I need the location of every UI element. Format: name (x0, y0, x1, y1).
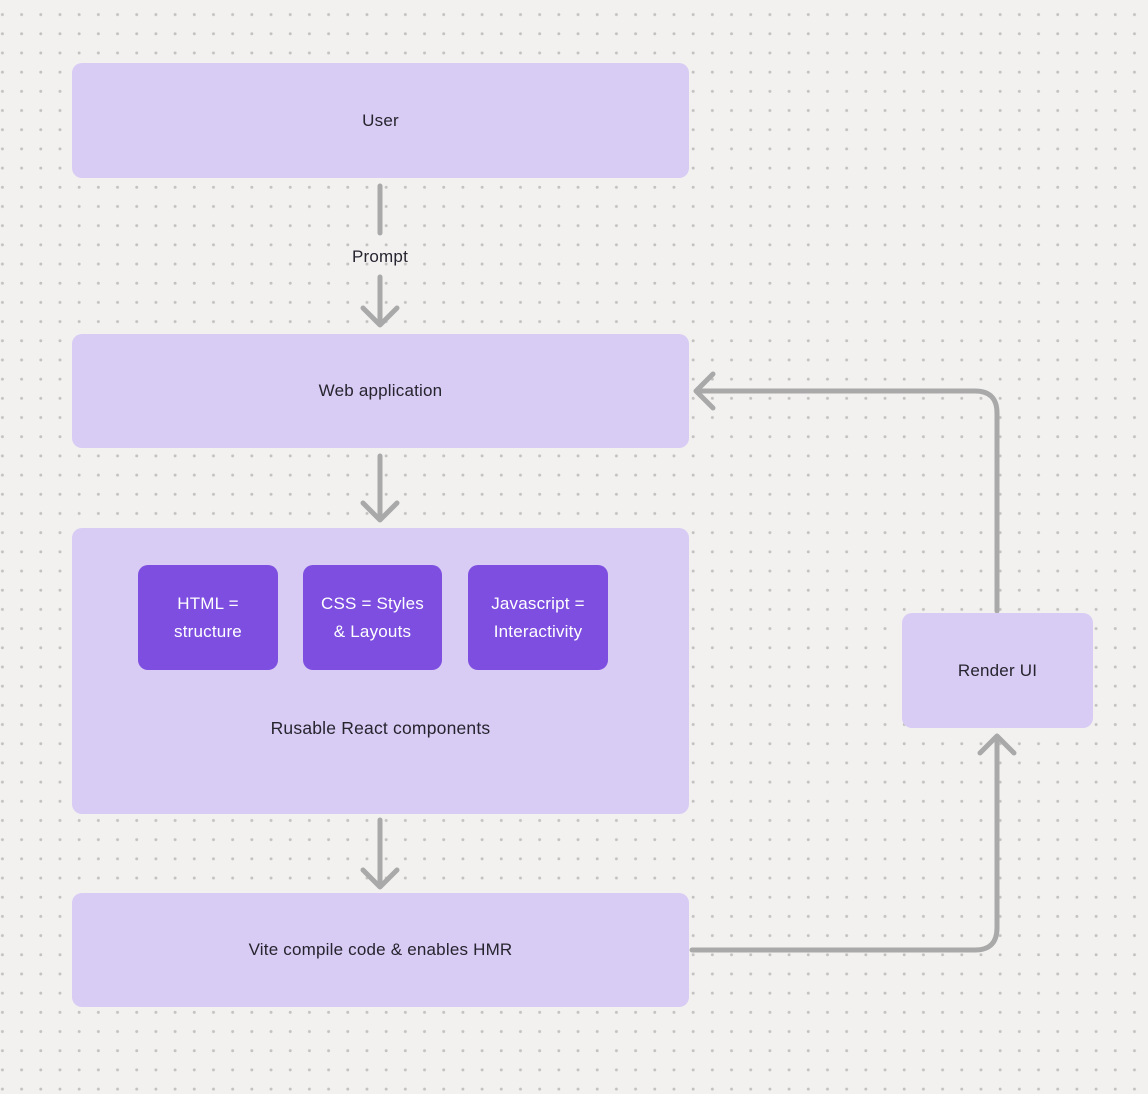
node-javascript-label: Javascript = Interactivity (491, 593, 585, 641)
node-web-application-label: Web application (318, 381, 443, 400)
node-render-ui[interactable]: Render UI (902, 613, 1093, 728)
node-css-label: CSS = Styles & Layouts (320, 593, 425, 641)
arrowhead-down-icon (360, 867, 400, 890)
edge-label-prompt: Prompt (352, 247, 408, 266)
node-user[interactable]: User (72, 63, 689, 178)
arrowhead-left-icon (693, 371, 716, 411)
node-html[interactable]: HTML = structure (138, 565, 278, 670)
edge-line (689, 737, 1000, 953)
node-components-group-label: Rusable React components (270, 718, 491, 738)
edge-vite-to-renderui (689, 733, 1017, 953)
arrowhead-up-icon (977, 733, 1017, 756)
node-css[interactable]: CSS = Styles & Layouts (303, 565, 442, 670)
edge-components-to-vite (360, 817, 400, 890)
node-render-ui-label: Render UI (957, 660, 1038, 680)
arrowhead-down-icon (360, 305, 400, 328)
node-components-group[interactable]: HTML = structure CSS = Styles & Layouts … (72, 528, 689, 814)
node-user-label: User (362, 110, 399, 130)
node-html-label: HTML = structure (174, 593, 242, 641)
edge-line (696, 388, 1000, 614)
node-vite-label: Vite compile code & enables HMR (248, 940, 513, 959)
node-web-application[interactable]: Web application (72, 334, 689, 448)
edge-webapp-to-components (360, 453, 400, 523)
arrowhead-down-icon (360, 500, 400, 523)
node-javascript[interactable]: Javascript = Interactivity (468, 565, 608, 670)
edge-renderui-to-webapp (693, 371, 1000, 614)
node-vite[interactable]: Vite compile code & enables HMR (72, 893, 689, 1007)
